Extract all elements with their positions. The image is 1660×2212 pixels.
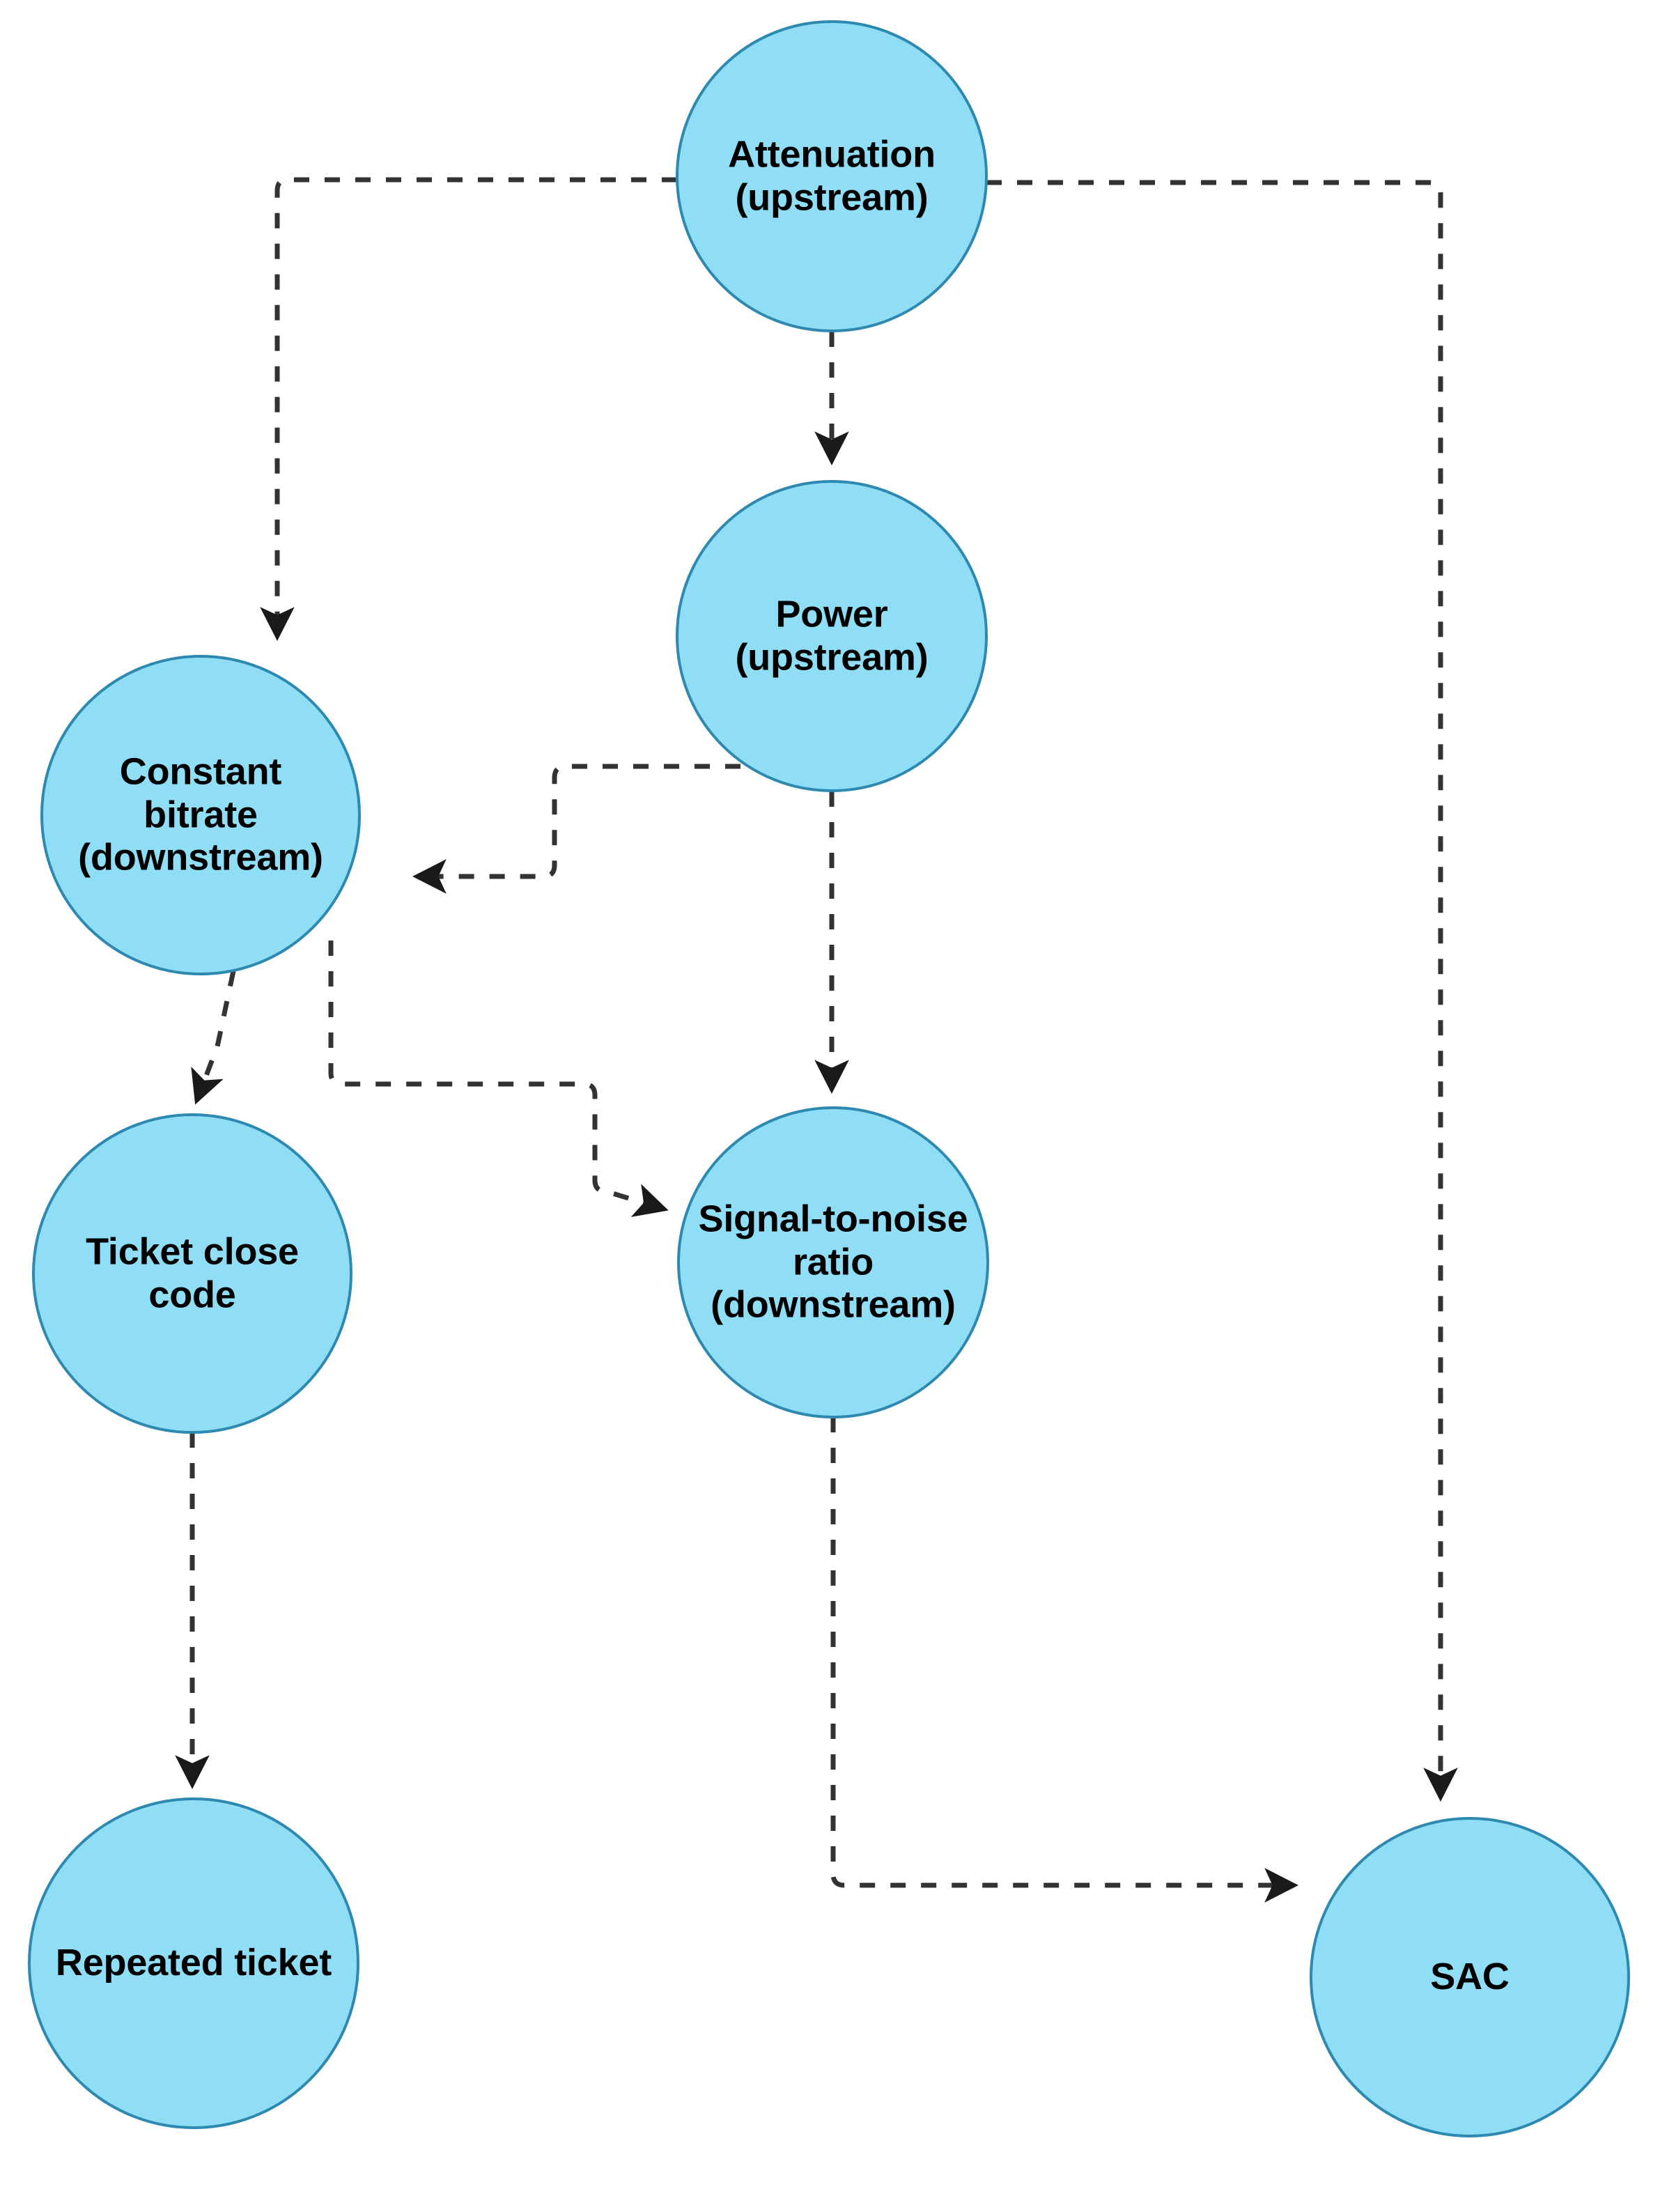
edge-constant-bitrate-to-ticket-close-code <box>191 970 236 1105</box>
node-power_upstream[interactable] <box>676 480 988 792</box>
edge-power-to-constant-bitrate <box>412 764 740 894</box>
edges-layer <box>175 177 1458 1903</box>
node-sac[interactable] <box>1310 1817 1630 2137</box>
node-ticket_close_code[interactable] <box>32 1113 352 1434</box>
nodes-layer <box>28 20 1630 2137</box>
node-attenuation_upstream[interactable] <box>676 20 988 332</box>
node-constant_bitrate_downstream[interactable] <box>40 655 361 975</box>
edge-constant-bitrate-to-signal-to-noise <box>328 941 669 1217</box>
edge-attenuation-to-sac <box>986 180 1458 1802</box>
node-repeated_ticket[interactable] <box>28 1797 359 2129</box>
node-signal_to_noise_ratio_downstream[interactable] <box>677 1106 989 1418</box>
edge-signal-to-noise-to-sac <box>830 1417 1298 1903</box>
edge-attenuation-to-constant-bitrate <box>260 177 677 641</box>
